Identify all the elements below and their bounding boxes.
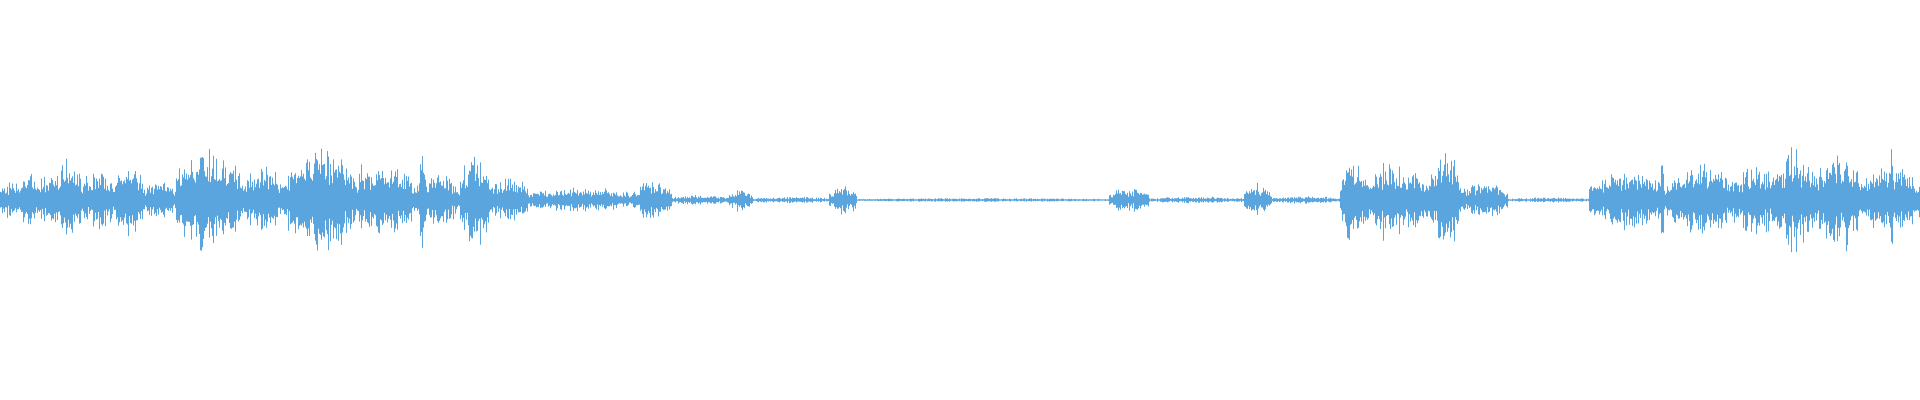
waveform-bars xyxy=(0,147,1920,253)
waveform-signal xyxy=(0,147,1920,253)
